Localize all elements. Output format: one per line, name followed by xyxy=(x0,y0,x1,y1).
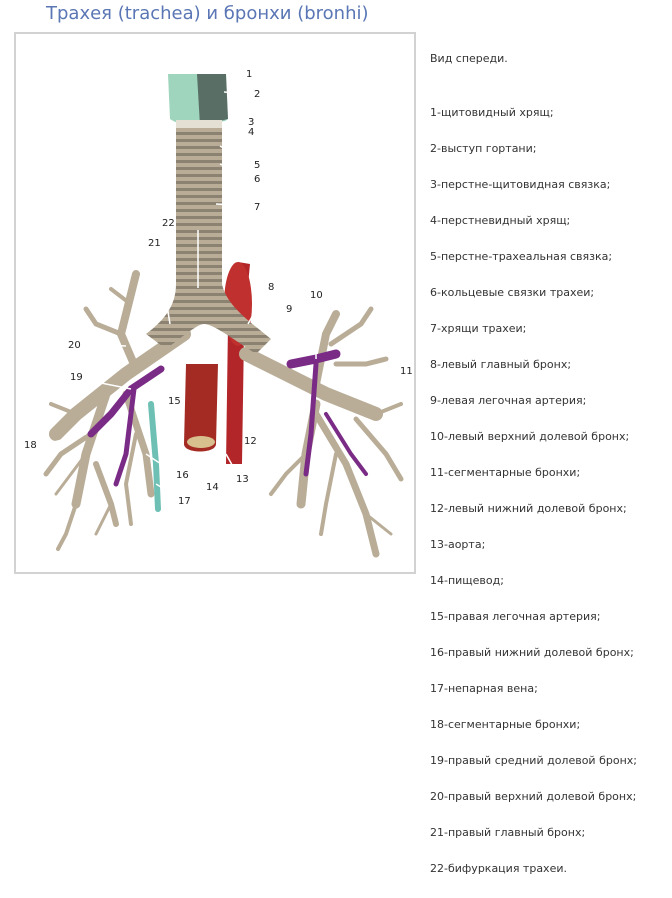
legend-item: 19-правый средний долевой бронх; xyxy=(430,754,637,767)
legend-item: 6-кольцевые связки трахеи; xyxy=(430,286,595,299)
trachea-shape xyxy=(146,114,271,354)
page-title: Трахея (trachea) и бронхи (bronhi) xyxy=(46,3,369,24)
legend-item: 4-перстневидный хрящ; xyxy=(430,214,571,227)
label-22: 22 xyxy=(162,218,175,229)
label-20: 20 xyxy=(68,340,81,351)
legend-item: 9-левая легочная артерия; xyxy=(430,394,587,407)
legend-item: 17-непарная вена; xyxy=(430,682,538,695)
label-4: 4 xyxy=(248,127,254,138)
label-18: 18 xyxy=(24,440,37,451)
legend-item: 18-сегментарные бронхи; xyxy=(430,718,581,731)
label-1: 1 xyxy=(246,69,252,80)
legend-item: 15-правая легочная артерия; xyxy=(430,610,601,623)
legend-list: 1-щитовидный хрящ; 2-выступ гортани; 3-п… xyxy=(430,106,637,898)
legend-item: 12-левый нижний долевой бронх; xyxy=(430,502,627,515)
legend-item: 3-перстне-щитовидная связка; xyxy=(430,178,611,191)
label-5: 5 xyxy=(254,160,260,171)
label-3: 3 xyxy=(248,117,254,128)
label-8: 8 xyxy=(268,282,274,293)
legend-item: 7-хрящи трахеи; xyxy=(430,322,527,335)
label-16: 16 xyxy=(176,470,189,481)
left-bronchial-tree xyxy=(239,306,404,558)
legend-item: 11-сегментарные бронхи; xyxy=(430,466,581,479)
label-2: 2 xyxy=(254,89,260,100)
esophagus-shape xyxy=(184,364,218,452)
label-9: 9 xyxy=(286,304,292,315)
leader-lines xyxy=(45,73,399,497)
legend-item: 22-бифуркация трахеи. xyxy=(430,862,567,875)
legend-item: 21-правый главный бронх; xyxy=(430,826,586,839)
legend-item: 10-левый верхний долевой бронх; xyxy=(430,430,630,443)
label-19: 19 xyxy=(70,372,83,383)
legend-item: 14-пищевод; xyxy=(430,574,504,587)
label-12: 12 xyxy=(244,436,257,447)
label-10: 10 xyxy=(310,290,323,301)
legend-item: 16-правый нижний долевой бронх; xyxy=(430,646,634,659)
legend-item: 8-левый главный бронх; xyxy=(430,358,572,371)
legend-item: 13-аорта; xyxy=(430,538,486,551)
label-6: 6 xyxy=(254,174,260,185)
label-15: 15 xyxy=(168,396,181,407)
trachea-bronchi-illustration: 1 2 3 4 5 6 7 8 9 10 11 12 13 14 15 16 1… xyxy=(14,32,416,574)
label-13: 13 xyxy=(236,474,249,485)
label-14: 14 xyxy=(206,482,219,493)
legend-item: 20-правый верхний долевой бронх; xyxy=(430,790,637,803)
pulmonary-arteries xyxy=(87,349,368,487)
number-labels: 1 2 3 4 5 6 7 8 9 10 11 12 13 14 15 16 1… xyxy=(24,69,413,507)
anatomy-drawing: 1 2 3 4 5 6 7 8 9 10 11 12 13 14 15 16 1… xyxy=(24,69,413,558)
legend-item: 2-выступ гортани; xyxy=(430,142,537,155)
azygos-vein xyxy=(148,401,161,512)
label-7: 7 xyxy=(254,202,260,213)
legend-item: 1-щитовидный хрящ; xyxy=(430,106,554,119)
view-label: Вид спереди. xyxy=(430,52,508,65)
label-11: 11 xyxy=(400,366,413,377)
label-17: 17 xyxy=(178,496,191,507)
label-21: 21 xyxy=(148,238,161,249)
legend-item: 5-перстне-трахеальная связка; xyxy=(430,250,613,263)
